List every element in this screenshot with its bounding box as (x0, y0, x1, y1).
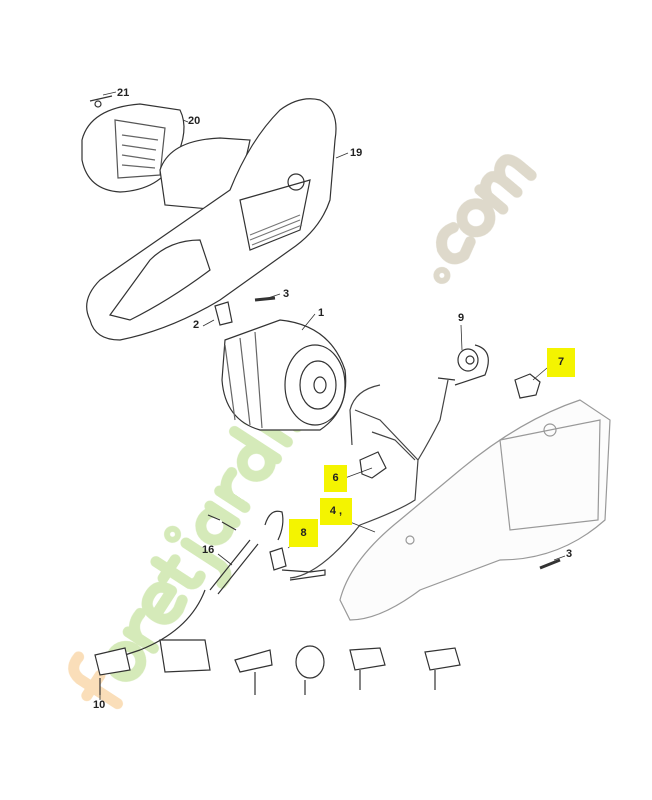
callout-3-lower: 3 (566, 548, 573, 560)
part-19-housing (86, 98, 337, 341)
part-4-cable-harness (289, 379, 449, 579)
part-10-power-cable (94, 589, 461, 695)
callout-10: 10 (93, 699, 106, 711)
plug-cn (424, 647, 461, 671)
part-3-screw (254, 296, 276, 302)
callout-8: 8 (300, 527, 307, 539)
highlight-4: 4 , (320, 498, 352, 525)
main-housing (339, 399, 611, 621)
part-8-lead (281, 569, 326, 581)
callout-16: 16 (202, 544, 215, 556)
callout-19: 19 (350, 147, 363, 159)
part-16-sleeve (209, 539, 259, 595)
plug-round (295, 645, 325, 679)
highlight-6: 6 (324, 465, 347, 492)
callout-6: 6 (332, 472, 339, 484)
callout-7: 7 (557, 356, 565, 368)
part-8-connector (269, 547, 287, 571)
plug-uk (159, 639, 211, 673)
part-1-motor (221, 319, 347, 431)
callout-9: 9 (458, 312, 465, 324)
plug-eu (234, 649, 273, 673)
callout-4: 4 , (329, 505, 343, 517)
part-9-capacitor (437, 344, 489, 386)
highlight-7: 7 (547, 348, 575, 377)
highlight-8: 8 (289, 519, 318, 547)
part-2-clip (214, 301, 233, 326)
part-3-screw-lower (539, 558, 561, 570)
callout-20: 20 (188, 115, 201, 127)
part-6-switch (359, 451, 387, 479)
callout-21: 21 (117, 87, 130, 99)
callout-2: 2 (193, 319, 200, 331)
part-21-screw (89, 95, 113, 102)
plug-au (349, 647, 386, 671)
callout-1: 1 (318, 307, 325, 319)
callout-3: 3 (283, 288, 290, 300)
part-7-switch (514, 373, 541, 399)
